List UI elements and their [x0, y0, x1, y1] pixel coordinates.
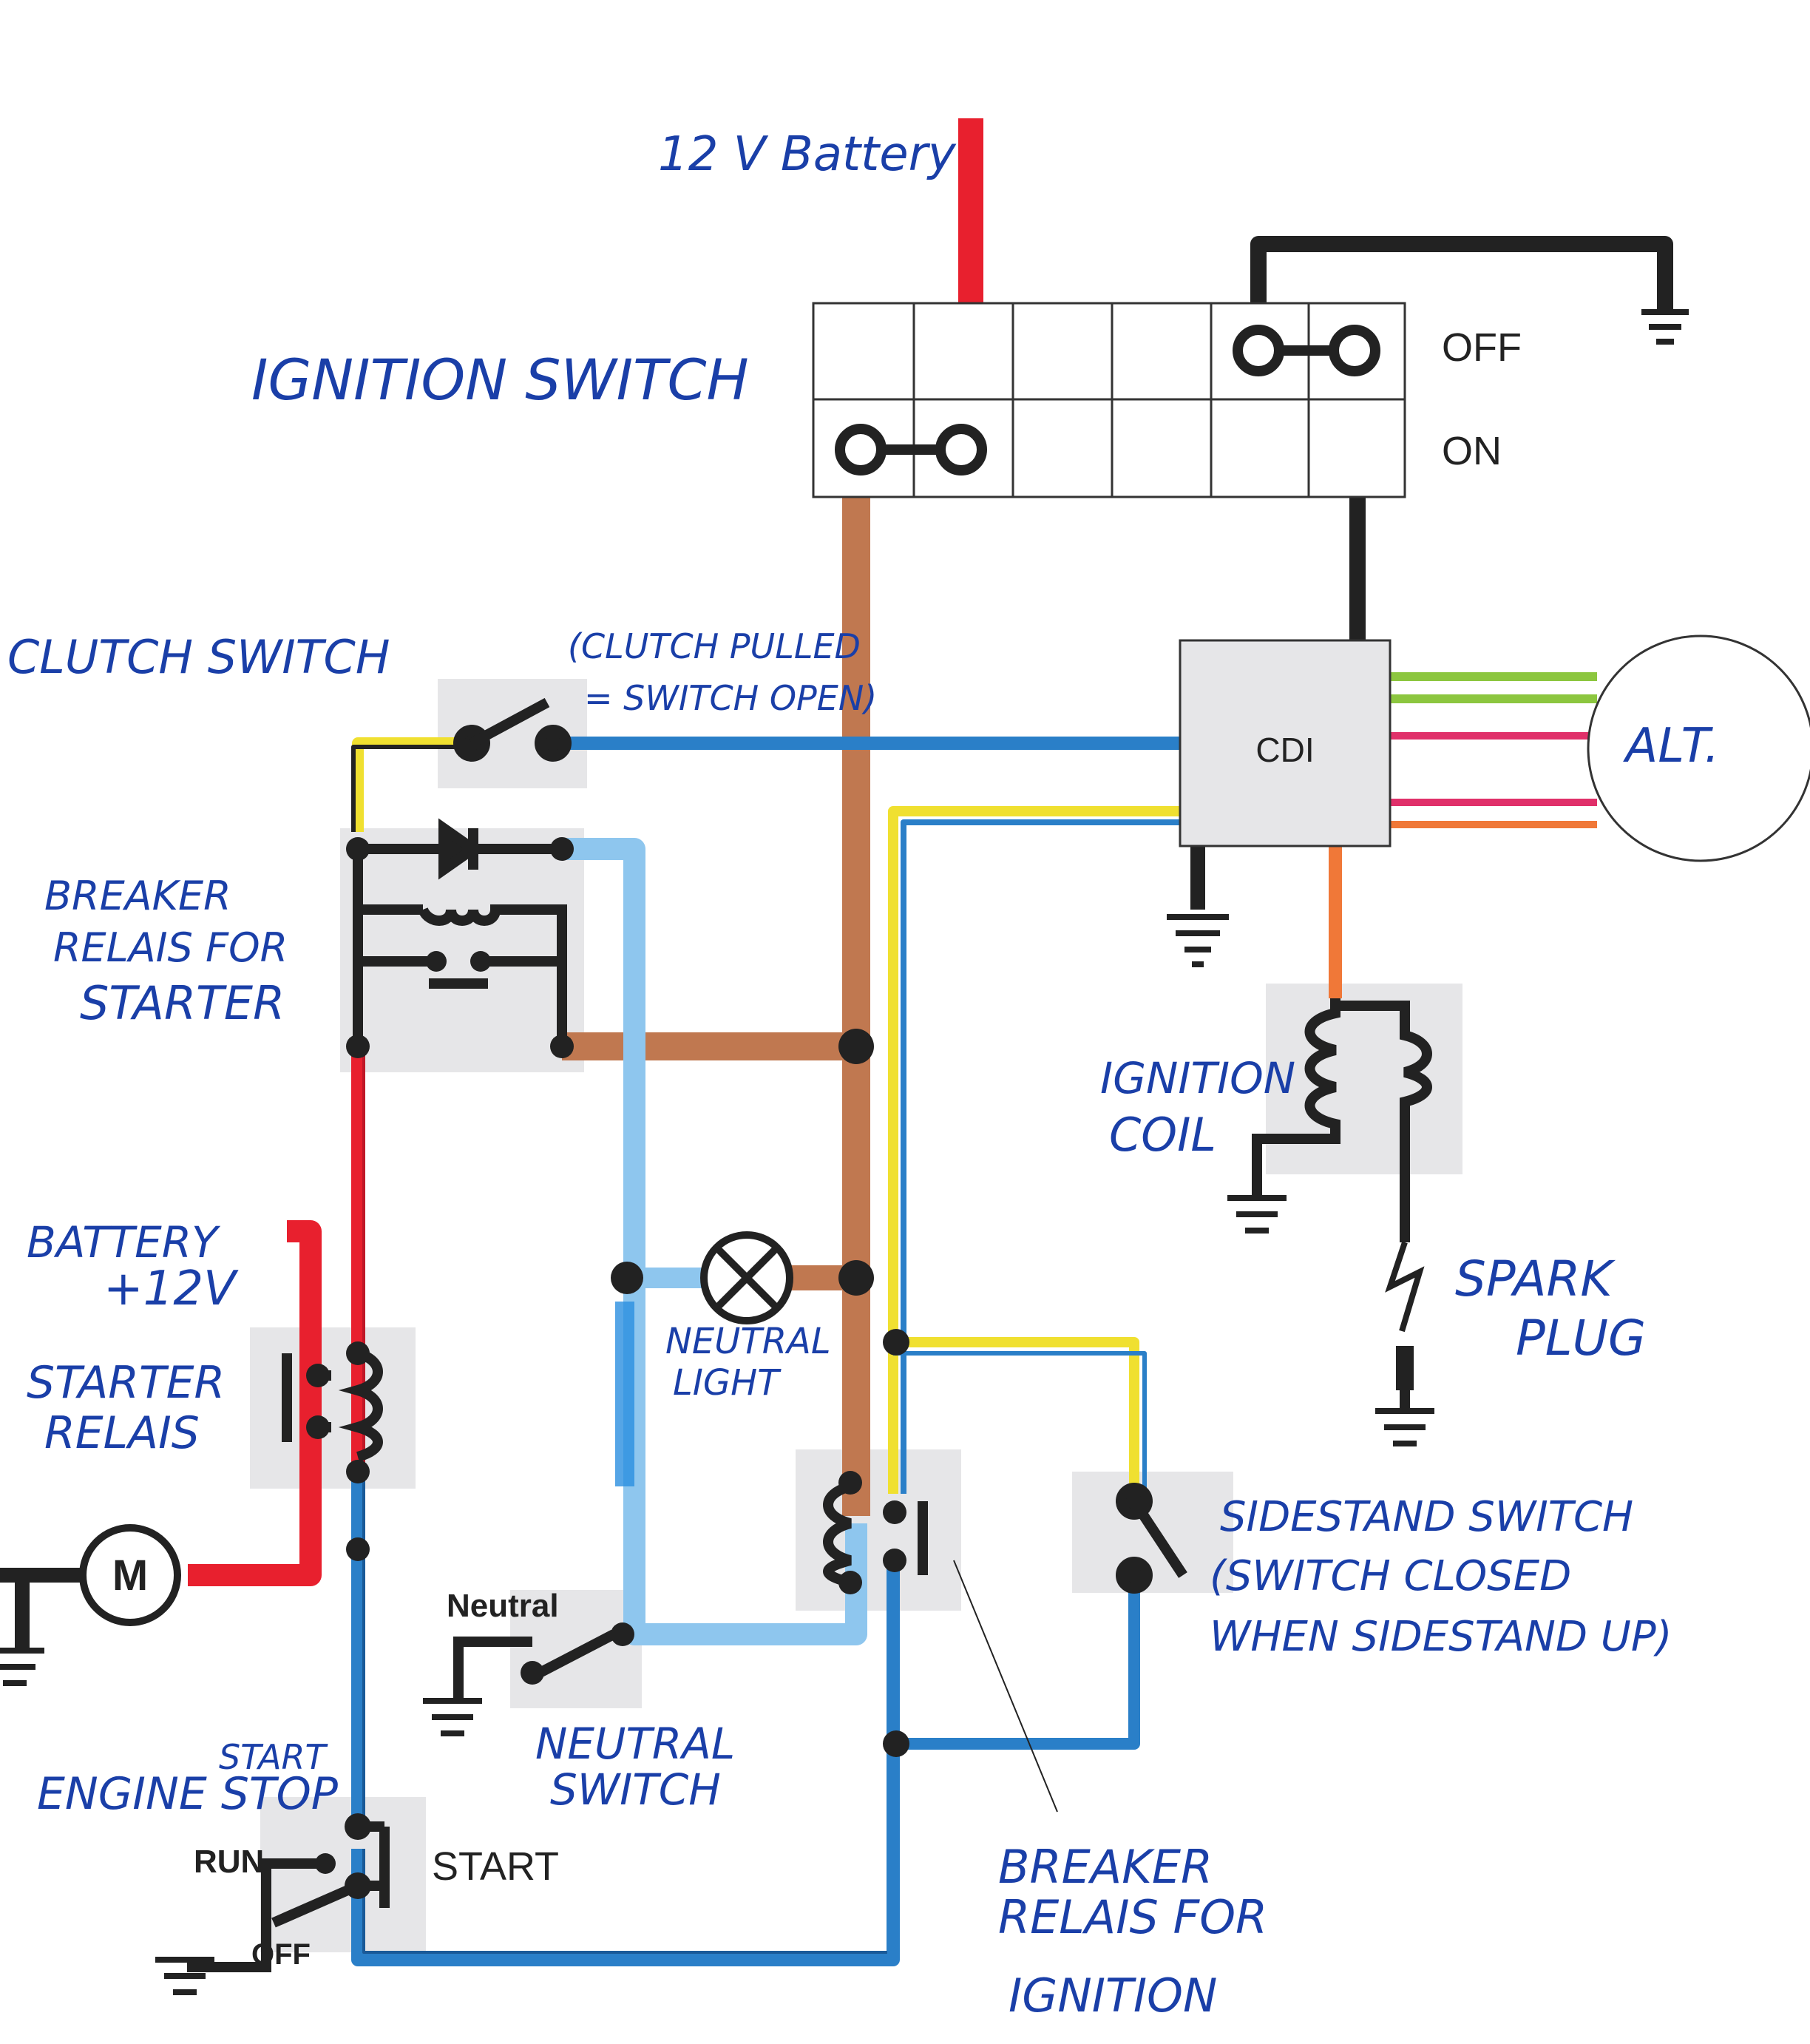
ground-symbols [0, 309, 1689, 1995]
cdi-label: CDI [1255, 731, 1314, 769]
neutral-label: Neutral [447, 1588, 559, 1624]
sidestand-line3: WHEN SIDESTAND UP) [1210, 1613, 1672, 1661]
breaker-ignition-symbol [823, 1481, 928, 1588]
wire-off-ground [1250, 236, 1673, 348]
spark-plug-line2: PLUG [1516, 1310, 1646, 1367]
neutral-light-line1: NEUTRAL [665, 1321, 831, 1362]
breaker-ignition-dots [838, 1471, 906, 1594]
pointer-line [953, 1560, 1058, 1813]
junction-dots [611, 1029, 909, 1757]
breaker-starter-dots [346, 837, 574, 1058]
engine-stop-dots [315, 1813, 371, 1899]
wire-sidestand-yellow [893, 1337, 1139, 1501]
motor-icon [79, 1524, 181, 1626]
clutch-note-line2: = SWITCH OPEN) [584, 678, 877, 718]
run-label: RUN [194, 1844, 264, 1880]
neutral-switch-line1: NEUTRAL [535, 1719, 735, 1769]
on-label: ON [1442, 429, 1502, 473]
spark-plug-line1: SPARK [1455, 1251, 1616, 1307]
ignition-switch-label: IGNITION SWITCH [251, 347, 749, 413]
alt-label: ALT. [1623, 719, 1720, 774]
ground-cdi-icon [1167, 914, 1229, 967]
ignition-switch [812, 302, 1406, 498]
breaker-starter-symbol [353, 818, 567, 1046]
clutch-note-line1: (CLUTCH PULLED [568, 626, 861, 666]
ground-run-icon [155, 1957, 214, 1995]
wire-cdi-yellow [888, 806, 1180, 1494]
wire-clutch-left-b [351, 745, 457, 832]
off-label: OFF [1442, 325, 1522, 370]
starter-relais-line1: STARTER [27, 1357, 225, 1409]
breaker-starter-line1: BREAKER [44, 873, 231, 919]
battery-12v-line1: BATTERY [27, 1217, 221, 1268]
start-hand-label: START [219, 1737, 329, 1777]
alternator-circle [1587, 634, 1810, 862]
sidestand-switch-symbol [1116, 1483, 1187, 1594]
sidestand-line1: SIDESTAND SWITCH [1220, 1493, 1633, 1541]
breaker-ignition-line3: IGNITION [1009, 1969, 1217, 2023]
wire-clutch-left [352, 737, 457, 832]
starter-relais-dots [306, 1341, 370, 1561]
breaker-ignition-line1: BREAKER [998, 1840, 1213, 1894]
wire-red-battery [188, 1220, 322, 1586]
wire-sidestand-blue [893, 1351, 1147, 1501]
neutral-light-line2: LIGHT [673, 1362, 782, 1404]
wire-sidestand-return [893, 1575, 1140, 1750]
ground-motor-icon [0, 1648, 44, 1686]
neutral-switch-dots [521, 1622, 634, 1685]
battery-top-label: 12 V Battery [658, 127, 957, 182]
neutral-light-cross [714, 1245, 779, 1310]
off-engine-label: OFF [251, 1938, 311, 1971]
starter-relais-line2: RELAIS [44, 1407, 200, 1459]
breaker-starter-line2: RELAIS FOR [53, 924, 288, 971]
ground-off-icon [1641, 309, 1689, 345]
ground-coil-icon [1227, 1195, 1287, 1233]
neutral-switch-line2: SWITCH [550, 1764, 721, 1815]
clutch-switch-label: CLUTCH SWITCH [7, 630, 390, 684]
labels: 12 V Battery IGNITION SWITCH OFF ON CLUT… [7, 127, 1672, 2023]
ignition-coil-line2: COIL [1109, 1108, 1216, 1162]
component-backgrounds [250, 679, 1462, 1952]
spark-plug-icon [1396, 1346, 1414, 1390]
engine-stop-label: ENGINE STOP [37, 1768, 339, 1820]
ignition-coil-line1: IGNITION [1100, 1053, 1295, 1103]
sidestand-line2: (SWITCH CLOSED [1210, 1552, 1571, 1600]
clutch-switch-symbol [453, 697, 572, 762]
breaker-ignition-line2: RELAIS FOR [998, 1890, 1267, 1944]
cdi-box [1179, 639, 1392, 847]
ground-neutral-icon [423, 1698, 482, 1736]
ignition-contacts [835, 325, 1380, 476]
neutral-switch-symbol [453, 1629, 617, 1701]
ground-spark-icon [1375, 1408, 1434, 1446]
breaker-starter-line3: STARTER [80, 976, 285, 1030]
wire-cdi-blue [901, 819, 1180, 1494]
battery-12v-line2: +12V [104, 1262, 239, 1316]
motor-label: M [112, 1551, 148, 1600]
start-label: START [432, 1844, 559, 1889]
wire-blue-bottom [351, 1568, 900, 1966]
